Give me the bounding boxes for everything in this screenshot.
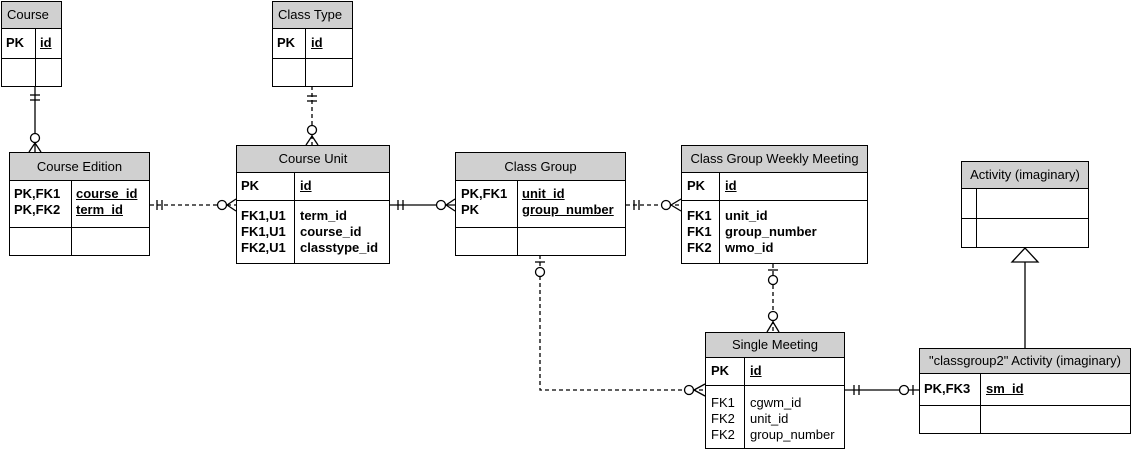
fk-key: FK2 xyxy=(687,240,712,255)
entity-title: "classgroup2" Activity (imaginary) xyxy=(920,349,1130,374)
pk-key: PK,FK3 xyxy=(924,381,971,396)
entity-course[interactable]: Course PK id xyxy=(1,1,62,87)
entity-title: Course Edition xyxy=(10,153,149,181)
fk-key: FK1,U1 xyxy=(241,224,286,239)
fk-key: FK2,U1 xyxy=(241,240,286,255)
attr-section xyxy=(10,228,149,255)
pk-section: PK id xyxy=(273,29,352,59)
pk-field: course_id xyxy=(76,186,138,201)
entity-course-unit[interactable]: Course Unit PK id FK1,U1 FK1,U1 FK2,U1 t… xyxy=(236,145,390,264)
entity-title: Single Meeting xyxy=(706,333,844,358)
entity-title: Class Type xyxy=(273,2,352,29)
rel-weekly-meeting-single-meeting xyxy=(766,264,780,333)
attr-field: course_id xyxy=(300,224,362,239)
fk-key: FK1 xyxy=(687,224,712,239)
pk-section: PK id xyxy=(237,173,389,201)
entity-course-edition[interactable]: Course Edition PK,FK1 PK,FK2 course_id t… xyxy=(9,152,150,256)
entity-title: Class Group xyxy=(456,153,625,181)
pk-section: PK,FK1 PK unit_id group_number xyxy=(456,181,625,228)
attr-section xyxy=(456,228,625,255)
pk-field: id xyxy=(311,35,323,50)
entity-title: Course Unit xyxy=(237,146,389,173)
pk-key: PK,FK2 xyxy=(14,202,61,217)
rel-single-meeting-classgroup2-activity xyxy=(845,384,919,396)
rel-class-group-weekly-meeting xyxy=(626,198,682,212)
pk-section: PK,FK3 sm_id xyxy=(920,374,1130,406)
entity-single-meeting[interactable]: Single Meeting PK id FK1 FK2 FK2 cgwm_id… xyxy=(705,332,845,449)
pk-key: PK xyxy=(6,35,25,50)
pk-field: id xyxy=(40,35,52,50)
pk-section: PK id xyxy=(682,173,867,201)
pk-field: unit_id xyxy=(522,186,565,201)
pk-field: group_number xyxy=(522,202,614,217)
attr-field: unit_id xyxy=(725,208,768,223)
attr-section xyxy=(962,219,1088,247)
rel-course-edition-course-unit xyxy=(150,198,237,212)
attr-field: classtype_id xyxy=(300,240,379,255)
entity-class-type[interactable]: Class Type PK id xyxy=(272,1,353,87)
entity-class-group[interactable]: Class Group PK,FK1 PK unit_id group_numb… xyxy=(455,152,626,256)
rel-class-group-single-meeting xyxy=(534,255,706,397)
entity-activity[interactable]: Activity (imaginary) xyxy=(961,161,1089,248)
pk-key: PK,FK1 xyxy=(461,186,508,201)
pk-field: id xyxy=(750,363,762,378)
entity-class-group-weekly-meeting[interactable]: Class Group Weekly Meeting PK id FK1 FK1… xyxy=(681,145,868,264)
pk-key: PK,FK1 xyxy=(14,186,61,201)
attr-field: group_number xyxy=(750,427,835,442)
rel-course-unit-class-group xyxy=(390,198,456,212)
attr-section: FK1 FK2 FK2 cgwm_id unit_id group_number xyxy=(706,386,844,448)
pk-field: id xyxy=(300,178,312,193)
fk-key: FK2 xyxy=(711,411,735,426)
attr-field: wmo_id xyxy=(725,240,774,255)
pk-field: sm_id xyxy=(986,381,1024,396)
fk-key: FK1,U1 xyxy=(241,208,286,223)
fk-key: FK2 xyxy=(711,427,735,442)
attr-section xyxy=(273,59,352,86)
entity-title: Course xyxy=(2,2,61,29)
pk-section: PK id xyxy=(2,29,61,59)
attr-section: FK1 FK1 FK2 unit_id group_number wmo_id xyxy=(682,201,867,263)
pk-section: PK,FK1 PK,FK2 course_id term_id xyxy=(10,181,149,228)
rel-course-course-edition xyxy=(28,86,42,153)
rel-class-type-course-unit xyxy=(305,86,319,146)
pk-key: PK xyxy=(461,202,480,217)
attr-field: unit_id xyxy=(750,411,789,426)
fk-key: FK1 xyxy=(711,395,735,410)
pk-field: term_id xyxy=(76,202,123,217)
attr-field: term_id xyxy=(300,208,347,223)
entity-classgroup2-activity[interactable]: "classgroup2" Activity (imaginary) PK,FK… xyxy=(919,348,1131,434)
pk-key: PK xyxy=(687,178,706,193)
entity-title: Class Group Weekly Meeting xyxy=(682,146,867,173)
attr-section: FK1,U1 FK1,U1 FK2,U1 term_id course_id c… xyxy=(237,201,389,263)
pk-section xyxy=(962,189,1088,219)
pk-key: PK xyxy=(711,363,730,378)
attr-field: group_number xyxy=(725,224,817,239)
entity-title: Activity (imaginary) xyxy=(962,162,1088,189)
pk-key: PK xyxy=(241,178,260,193)
attr-field: cgwm_id xyxy=(750,395,802,410)
attr-section xyxy=(2,59,61,86)
rel-inheritance-activity xyxy=(1010,247,1040,348)
fk-key: FK1 xyxy=(687,208,712,223)
attr-section xyxy=(920,406,1130,433)
pk-section: PK id xyxy=(706,358,844,386)
pk-field: id xyxy=(725,178,737,193)
pk-key: PK xyxy=(277,35,296,50)
